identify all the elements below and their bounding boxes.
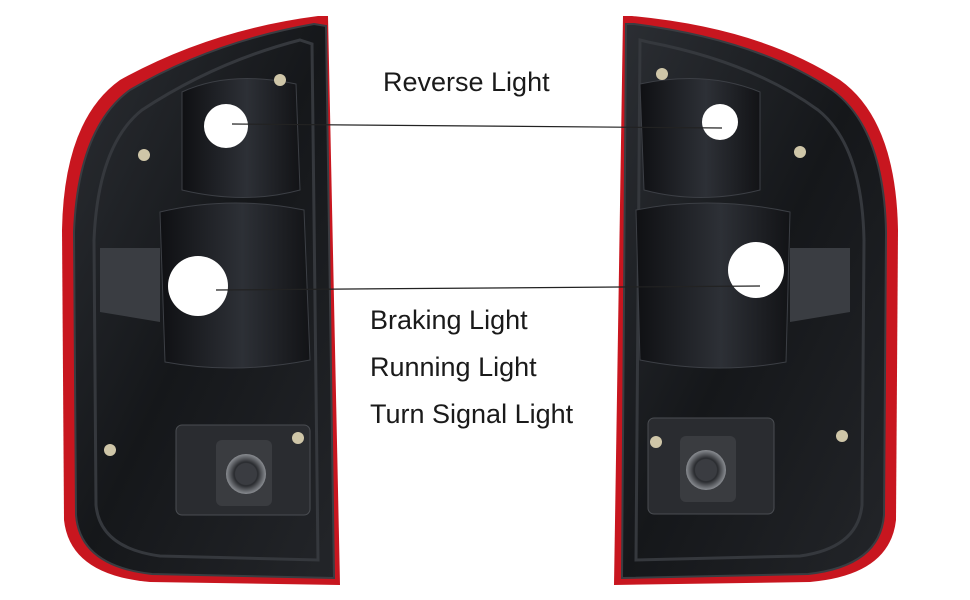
right-reverse-socket	[702, 104, 738, 140]
left-brake-cup	[159, 202, 311, 369]
left-reverse-socket	[204, 104, 248, 148]
reverse-light-label: Reverse Light	[383, 67, 550, 97]
left-brake-socket	[168, 256, 228, 316]
left-tail-light	[62, 16, 340, 585]
right-tail-light	[614, 16, 898, 585]
brake-leader-line	[215, 285, 761, 291]
right-reverse-cup	[639, 78, 761, 198]
right-mount-studs	[650, 68, 848, 448]
running-light-label: Running Light	[370, 352, 537, 382]
braking-light-label: Braking Light	[370, 305, 528, 335]
right-brake-socket	[728, 242, 784, 298]
turn-signal-light-label: Turn Signal Light	[370, 399, 574, 429]
left-mount-studs	[104, 74, 304, 456]
reverse-leader-line	[231, 123, 723, 129]
